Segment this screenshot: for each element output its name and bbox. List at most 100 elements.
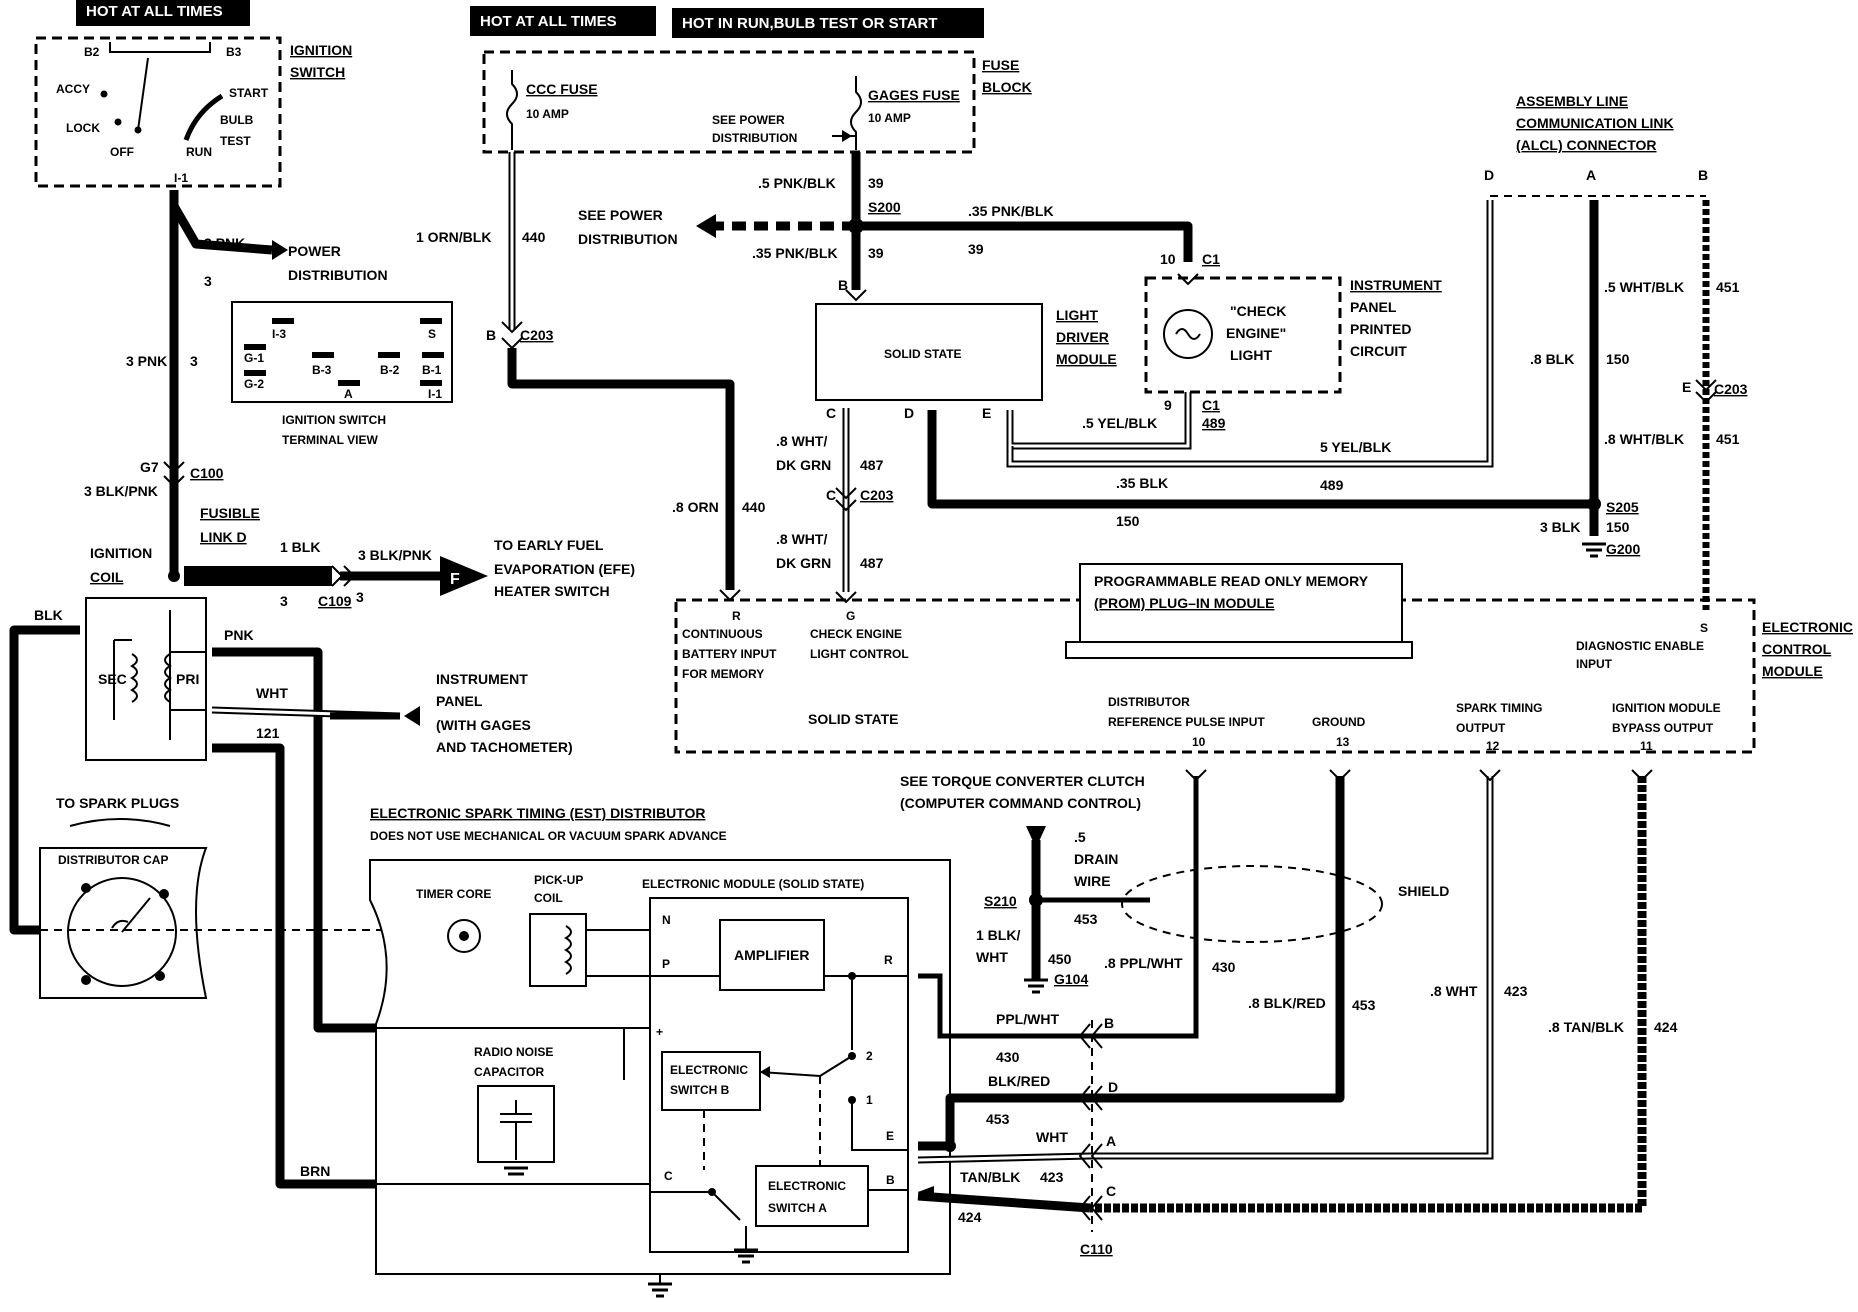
wire-3-num-c: 3 xyxy=(280,593,288,609)
c203-e-pin: E xyxy=(1682,379,1691,395)
ecm-pin-g: G xyxy=(846,609,855,623)
ign-terminal-blades xyxy=(244,318,444,386)
wire-424b-label: 424 xyxy=(958,1209,982,1225)
spark-plugs-brace xyxy=(69,818,171,827)
rotor xyxy=(121,897,151,933)
banner-hot-at-all-times-mid xyxy=(470,6,656,36)
tan-blk-label: TAN/BLK xyxy=(960,1169,1020,1185)
ldm-d-pin: D xyxy=(904,405,914,421)
ignition-switch-title-1: IGNITION xyxy=(290,42,352,58)
ignition-coil-title-2: COIL xyxy=(90,569,124,585)
alcl-pin-a: A xyxy=(1586,167,1596,183)
em-internal-e xyxy=(851,1100,908,1151)
wire-5-yel-blk-b-label: 5 YEL/BLK xyxy=(1320,439,1391,455)
check-engine-text-2: ENGINE" xyxy=(1226,325,1286,341)
fusible-link-1: FUSIBLE xyxy=(200,505,260,521)
ecm-cont-3: FOR MEMORY xyxy=(682,667,764,681)
wire-451-label: 451 xyxy=(1716,279,1740,295)
c203-c-connector xyxy=(835,487,857,512)
wire-8-ppl-wht xyxy=(1090,776,1199,1039)
wire-487-label: 487 xyxy=(860,457,884,473)
em-pin-n: N xyxy=(662,913,671,927)
fuse-block-title-2: BLOCK xyxy=(982,79,1032,95)
ecm-pin-12: 12 xyxy=(1486,739,1500,753)
wire-451b-label: 451 xyxy=(1716,431,1740,447)
ign-b-bar xyxy=(109,42,211,53)
wire-wht-dist-inner xyxy=(917,1154,1091,1162)
em-switch-pos-2: 2 xyxy=(866,1049,873,1063)
em-splice-r xyxy=(848,972,856,980)
ignition-coil-title-1: IGNITION xyxy=(90,545,152,561)
coil-sec-label: SEC xyxy=(98,671,127,687)
wire-487b-label: 487 xyxy=(860,555,884,571)
wire-1-blk-label: 1 BLK xyxy=(280,539,320,555)
ldm-b-pin: B xyxy=(838,277,848,293)
esw-a-1: ELECTRONIC xyxy=(768,1179,846,1193)
ign-off: OFF xyxy=(110,145,134,159)
coil-121-label: 121 xyxy=(256,725,280,741)
wire-5-pnk-blk-label: .5 PNK/BLK xyxy=(758,175,836,191)
wire-423b-label: 423 xyxy=(1040,1169,1064,1185)
conn-a-label: A xyxy=(1106,1133,1116,1149)
coil-pnk-label: PNK xyxy=(224,627,254,643)
drain-3: WIRE xyxy=(1074,873,1111,889)
gages-fuse-label: GAGES FUSE xyxy=(868,87,960,103)
wire-3-pnk-num: 3 xyxy=(204,273,212,289)
amplifier-box xyxy=(719,919,825,991)
drain-1: .5 xyxy=(1074,829,1086,845)
ignition-switch-box xyxy=(34,36,282,188)
alcl-pin-d: D xyxy=(1484,167,1494,183)
see-power-distribution-fuse-1: SEE POWER xyxy=(712,113,785,127)
c203-b-pin: B xyxy=(486,327,496,343)
ecm-diag-2: INPUT xyxy=(1576,657,1613,671)
wire-5-yel-blk-inner xyxy=(1008,392,1190,448)
wire-5-yel-blk-label: .5 YEL/BLK xyxy=(1082,415,1157,431)
em-pin-plus: + xyxy=(656,1025,663,1039)
wire-8-wht-blk-label: .8 WHT/BLK xyxy=(1604,431,1684,447)
gages-fuse-symbol xyxy=(850,76,862,150)
distributor-cap-outline xyxy=(39,847,208,999)
ign-lock: LOCK xyxy=(66,121,100,135)
ign-terminal-view-caption-1: IGNITION SWITCH xyxy=(282,413,386,427)
wire-coil-blk xyxy=(9,625,80,935)
coil-wht-label: WHT xyxy=(256,685,288,701)
see-power-distribution-fuse-2: DISTRIBUTION xyxy=(712,131,797,145)
ign-contact-accy xyxy=(100,90,108,98)
ldm-title-3: MODULE xyxy=(1056,351,1117,367)
fusible-link-2: LINK D xyxy=(200,529,247,545)
instrument-panel-2: PANEL xyxy=(436,693,483,709)
wire-35-pnk-blk-right xyxy=(856,221,1193,262)
ecm-title-1: ELECTRONIC xyxy=(1762,619,1853,635)
electronic-switch-a-box xyxy=(755,1165,869,1227)
ecm-pin-g-connector xyxy=(835,591,857,604)
wire-8-tan-blk xyxy=(1090,776,1647,1213)
ccc-fuse-amp: 10 AMP xyxy=(526,107,569,121)
check-engine-text-1: "CHECK xyxy=(1230,303,1286,319)
banner-hot-at-all-times-left xyxy=(76,0,250,26)
wire-1-blk-wht-1: 1 BLK/ xyxy=(976,927,1020,943)
ecm-pin-r: R xyxy=(732,609,741,623)
g104-label: G104 xyxy=(1054,971,1088,987)
ign-i1: I-1 xyxy=(174,171,188,185)
wire-453-label: 453 xyxy=(1074,911,1098,927)
em-switch-a-contact xyxy=(708,1188,716,1196)
ecm-imb-2: BYPASS OUTPUT xyxy=(1612,721,1714,735)
wire-430b-label: 430 xyxy=(996,1049,1020,1065)
c203-c-pin: C xyxy=(826,487,836,503)
fuse-block-title-1: FUSE xyxy=(982,57,1019,73)
ldm-b-connector xyxy=(845,289,867,302)
fuse-block-box xyxy=(482,50,976,154)
timer-core-symbol xyxy=(447,919,481,953)
em-pin-p: P xyxy=(662,957,670,971)
distributor-cap-circle xyxy=(67,877,177,987)
ecm-dist-ref-2: REFERENCE PULSE INPUT xyxy=(1108,715,1265,729)
wire-423-label: 423 xyxy=(1504,983,1528,999)
coil-internal-links xyxy=(113,610,206,740)
ecm-box xyxy=(674,598,1756,754)
ldm-body: SOLID STATE xyxy=(884,347,962,361)
ldm-e-pin: E xyxy=(982,405,991,421)
wire-5-wht-blk-label: .5 WHT/BLK xyxy=(1604,279,1684,295)
wire-8-blk-red-label: .8 BLK/RED xyxy=(1248,995,1326,1011)
ecm-pin-s: S xyxy=(1700,621,1708,635)
